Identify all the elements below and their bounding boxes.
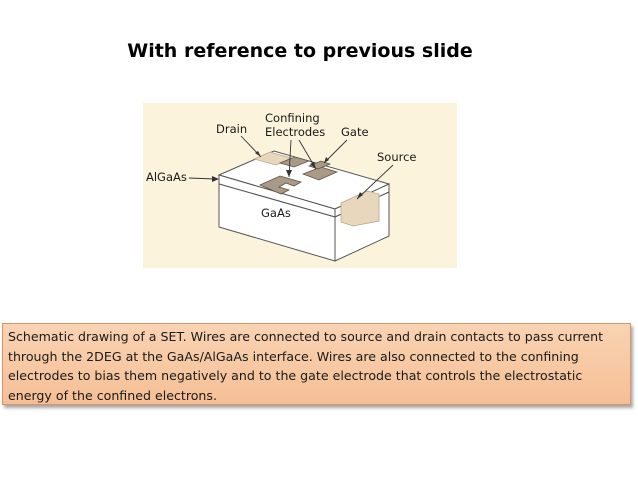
confining-arrowhead-1: [286, 170, 292, 177]
algaas-leader-line: [188, 177, 216, 180]
figure-caption: Schematic drawing of a SET. Wires are co…: [2, 323, 631, 405]
set-schematic-figure: Drain Confining Electrodes Gate Source A…: [143, 103, 457, 268]
algaas-label: AlGaAs: [146, 170, 187, 184]
confining-electrode-right: [301, 166, 339, 181]
gate-label: Gate: [341, 125, 369, 139]
source-contact-pad: [340, 190, 380, 227]
set-schematic-diagram: Drain Confining Electrodes Gate Source A…: [146, 111, 417, 262]
drain-contact-pad: [252, 151, 293, 166]
slide-title: With reference to previous slide: [127, 40, 473, 62]
confining-label-line2: Electrodes: [265, 125, 325, 139]
confining-electrode-left: [259, 175, 303, 195]
drain-arrowhead: [255, 151, 261, 157]
source-arrowhead: [357, 192, 363, 199]
gate-arrowhead: [324, 157, 329, 163]
algaas-arrowhead: [212, 176, 219, 182]
gaas-label: GaAs: [261, 206, 291, 220]
confining-label-line1: Confining: [265, 111, 320, 125]
source-leader-line: [356, 164, 394, 200]
drain-label: Drain: [216, 122, 247, 136]
confining-arrowhead-2: [310, 162, 316, 169]
source-label: Source: [377, 150, 417, 164]
